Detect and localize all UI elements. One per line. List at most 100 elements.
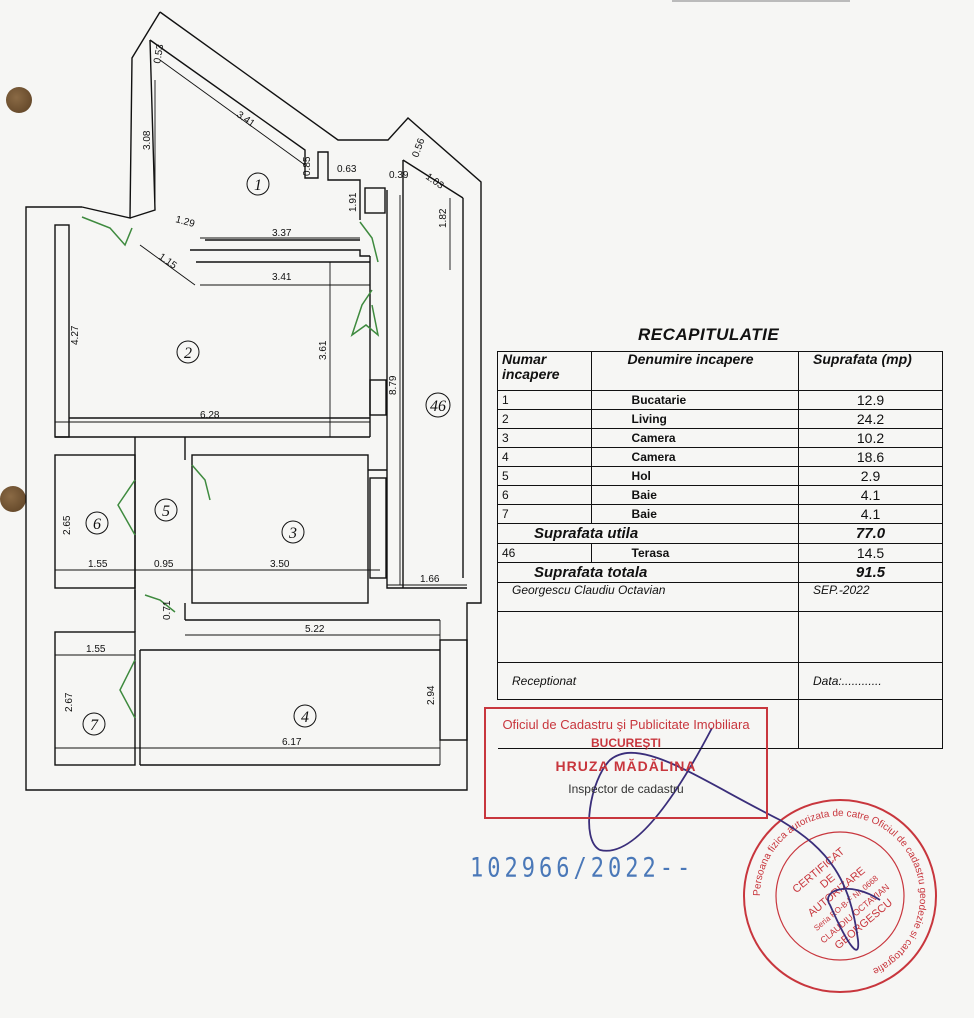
cell-area: 12.9 [798,390,943,410]
cell-area: 18.6 [798,447,943,467]
dimension-label: 1.15 [156,251,179,271]
dimension-label: 6.28 [200,410,220,421]
stamp-city: BUCUREŞTI [590,736,661,750]
room-label: 2 [184,345,192,362]
room-marker [176,340,200,364]
table-row: 3 Camera 10.2 [497,428,943,448]
cell-name: Terasa [590,543,800,563]
signature [588,727,881,951]
door [359,221,379,263]
window [364,187,386,214]
dimension-label: 1.29 [174,214,196,230]
author-row: Georgescu Claudiu Octavian SEP.-2022 [496,582,943,612]
terrace-wall [402,159,464,199]
scan-edge-line [672,0,850,2]
dimension-label: 4.27 [70,325,81,345]
terrace-wall [386,190,467,589]
recap-table: Numar incapere Denumire incapere Suprafa… [496,351,943,749]
room-label: 7 [90,717,99,734]
room-label: 1 [254,177,262,194]
room-1-wall [149,39,361,220]
room-3-wall [191,454,369,604]
cell-area: 10.2 [798,428,943,448]
cell-num: 1 [497,390,592,410]
total-area-label: Suprafata totala [496,562,800,583]
dimension-label: 3.41 [272,272,292,283]
dimension-label: 0.63 [337,164,357,175]
cell-name: Hol [590,466,800,486]
cell-area: 2.9 [798,466,943,486]
useful-area-row: Suprafata utila 77.0 [496,523,943,544]
author-name: Georgescu Claudiu Octavian [496,582,800,612]
total-area-row: Suprafata totala 91.5 [496,562,943,583]
room-7-wall [54,631,136,766]
cadastre-stamp: Oficiul de Cadastru şi Publicitate Imobi… [484,707,768,819]
table-header-row: Numar incapere Denumire incapere Suprafa… [497,351,943,391]
received-date-label: Data:............ [798,662,943,700]
authorization-seal: Persoana fizica autorizata de catre Ofic… [743,799,937,993]
dimension-label: 2.94 [426,685,437,705]
document-date: SEP.-2022 [798,582,943,612]
received-label: Receptionat [496,662,800,700]
cell-area: 14.5 [798,543,943,563]
table-row: 5 Hol 2.9 [497,466,943,486]
dimension-label: 6.17 [282,737,302,748]
cell-num: 5 [497,466,592,486]
room-1-wall [129,39,156,219]
dimension-label: 1.03 [423,171,446,191]
dimension-label: 1.91 [348,192,359,212]
dimension-label: 1.55 [88,559,108,570]
cell-area: 24.2 [798,409,943,429]
window [369,379,387,416]
dimension-label: 2.67 [64,692,75,712]
door [81,216,133,247]
table-row: 1 Bucatarie 12.9 [497,390,943,410]
room-marker [154,498,178,522]
dimension-label: 3.61 [318,340,329,360]
room-label: 46 [430,398,446,415]
useful-area-label: Suprafata utila [496,523,800,544]
table-row: 2 Living 24.2 [497,409,943,429]
dimension-label: 3.08 [142,130,153,150]
window [439,639,468,741]
dimension-label: 0.95 [154,559,174,570]
recap-title: RECAPITULATIE [638,325,780,344]
header-num: Numar incapere [497,351,592,391]
table-row: 46 Terasa 14.5 [497,543,943,563]
cell-num: 2 [497,409,592,429]
dimension-label: 1.66 [420,574,440,585]
table-row: 6 Baie 4.1 [497,485,943,505]
door [117,479,136,536]
registration-number: 102966/2022-- [470,853,695,884]
dimension-label: 1.55 [86,644,106,655]
dimension-label: 1.82 [438,208,449,228]
dimension-label: 0.39 [389,170,409,181]
room-marker [425,392,451,418]
dimension-label: 8.79 [388,375,399,395]
room-marker [82,712,106,736]
signature-space [496,611,800,663]
stamp-inspector-title: Inspector de cadastru [568,782,684,796]
cell-num: 7 [497,504,592,524]
dimension-label: 0.85 [302,156,313,176]
cell-name: Bucatarie [590,390,800,410]
cell-num: 6 [497,485,592,505]
outer-wall [25,11,482,791]
cell-num: 46 [497,543,592,563]
dimension-label: 3.37 [272,228,292,239]
room-1-wall [190,249,370,257]
dimension-label: 2.65 [62,515,73,535]
blank-cell [798,699,943,749]
dimension-label: 3.50 [270,559,290,570]
dimension-label: 3.41 [234,109,257,129]
room-marker [293,704,317,728]
cell-num: 4 [497,447,592,467]
header-area: Suprafata (mp) [798,351,943,391]
stamp-inspector-name: HRUZA MĂDĂLINA [555,758,697,774]
binder-hole [6,87,32,113]
door [350,289,380,337]
outer-wall [81,11,161,219]
cell-num: 3 [497,428,592,448]
dimension-label: 0.56 [410,137,427,159]
